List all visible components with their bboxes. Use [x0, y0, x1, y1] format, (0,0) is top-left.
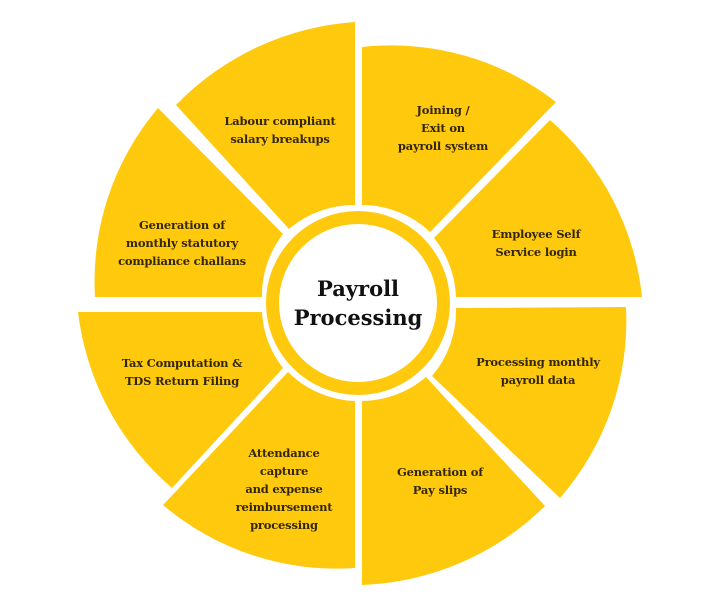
label-tax-tds: Tax Computation & TDS Return Filing — [122, 354, 243, 390]
label-line: reimbursement — [235, 500, 333, 514]
label-line: Pay slips — [412, 483, 468, 497]
label-line: monthly statutory — [125, 236, 239, 250]
label-line: salary breakups — [230, 132, 330, 146]
label-joining-exit: Joining / Exit on payroll system — [398, 101, 488, 155]
segment-joining-exit — [362, 45, 556, 233]
label-line: Service login — [495, 245, 577, 259]
segment-statutory-challans — [94, 108, 283, 297]
label-line: TDS Return Filing — [124, 374, 240, 388]
label-line: Attendance — [248, 446, 320, 460]
label-line: compliance challans — [118, 254, 246, 268]
segment-attendance-expense — [163, 372, 355, 569]
label-line: processing — [250, 518, 318, 532]
segment-labour-salary-breakups — [176, 22, 355, 229]
segment-tax-tds — [78, 312, 283, 488]
label-line: Generation of — [396, 465, 484, 479]
label-line: Employee Self — [491, 227, 581, 241]
label-line: Processing monthly — [476, 355, 600, 369]
center-title: Payroll Processing — [294, 274, 423, 332]
label-generation-pay-slips: Generation of Pay slips — [397, 463, 483, 499]
segment-employee-self-service — [434, 120, 642, 297]
label-line: Exit on — [421, 121, 465, 135]
label-line: and expense — [245, 482, 323, 496]
label-line: payroll system — [397, 139, 489, 153]
label-line: Generation of — [138, 218, 226, 232]
label-statutory-challans: Generation of monthly statutory complian… — [118, 216, 246, 270]
center-title-line-1: Payroll — [316, 276, 400, 301]
label-line: capture — [259, 464, 309, 478]
label-employee-self-service: Employee Self Service login — [492, 225, 581, 261]
label-attendance-expense: Attendance capture and expense reimburse… — [236, 444, 333, 534]
label-line: Labour compliant — [224, 114, 336, 128]
label-labour-salary-breakups: Labour compliant salary breakups — [224, 112, 335, 148]
center-disc — [279, 224, 437, 382]
segment-generation-pay-slips — [362, 377, 545, 585]
label-line: Joining / — [416, 103, 470, 117]
segment-processing-monthly-payroll — [432, 307, 627, 498]
label-line: payroll data — [500, 373, 576, 387]
label-processing-monthly-payroll: Processing monthly payroll data — [476, 353, 600, 389]
label-line: Tax Computation & — [121, 356, 243, 370]
center-title-line-2: Processing — [293, 305, 423, 330]
